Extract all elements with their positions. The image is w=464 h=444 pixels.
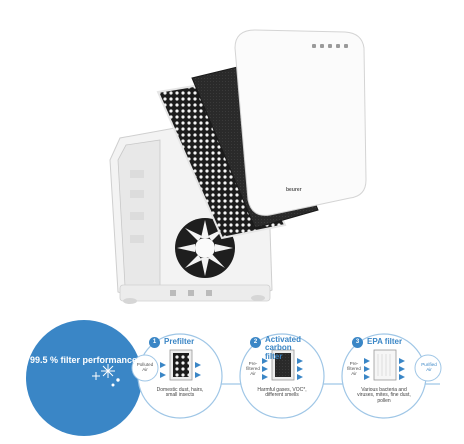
step-3-number: 3 xyxy=(352,337,363,348)
performance-badge xyxy=(26,320,142,436)
step-2-number: 2 xyxy=(250,337,261,348)
step-1-circle xyxy=(131,333,223,419)
snowflake-particles-icon xyxy=(92,364,120,387)
step-2-left-label: Pre-filtered Air xyxy=(246,361,260,376)
performance-text: 99.5 % filter performance xyxy=(30,355,138,365)
step-2-description: Harmful gases, VOC*, different smells xyxy=(257,387,307,399)
step-1-description: Domestic dust, hairs, small insects xyxy=(156,387,204,399)
front-cover-panel xyxy=(234,29,367,216)
step-2-circle xyxy=(239,333,325,419)
step-3-description: Various bacteria and viruses, mites, fin… xyxy=(357,387,411,404)
control-panel-buttons xyxy=(312,44,348,48)
device-logo: beurer xyxy=(286,187,302,193)
step-3-title: EPA filter xyxy=(367,337,403,346)
step-3-right-label: Purified Air xyxy=(421,362,437,372)
step-3-circle xyxy=(341,333,442,419)
step-3-left-label: Pre-filtered Air xyxy=(347,361,361,376)
step-1-left-label: Polluted Air xyxy=(136,362,154,372)
fan-blades xyxy=(177,220,233,276)
step-1-number: 1 xyxy=(149,337,160,348)
step-2-title: Activated carbon filter xyxy=(265,335,302,361)
step-1-title: Prefilter xyxy=(164,337,195,346)
